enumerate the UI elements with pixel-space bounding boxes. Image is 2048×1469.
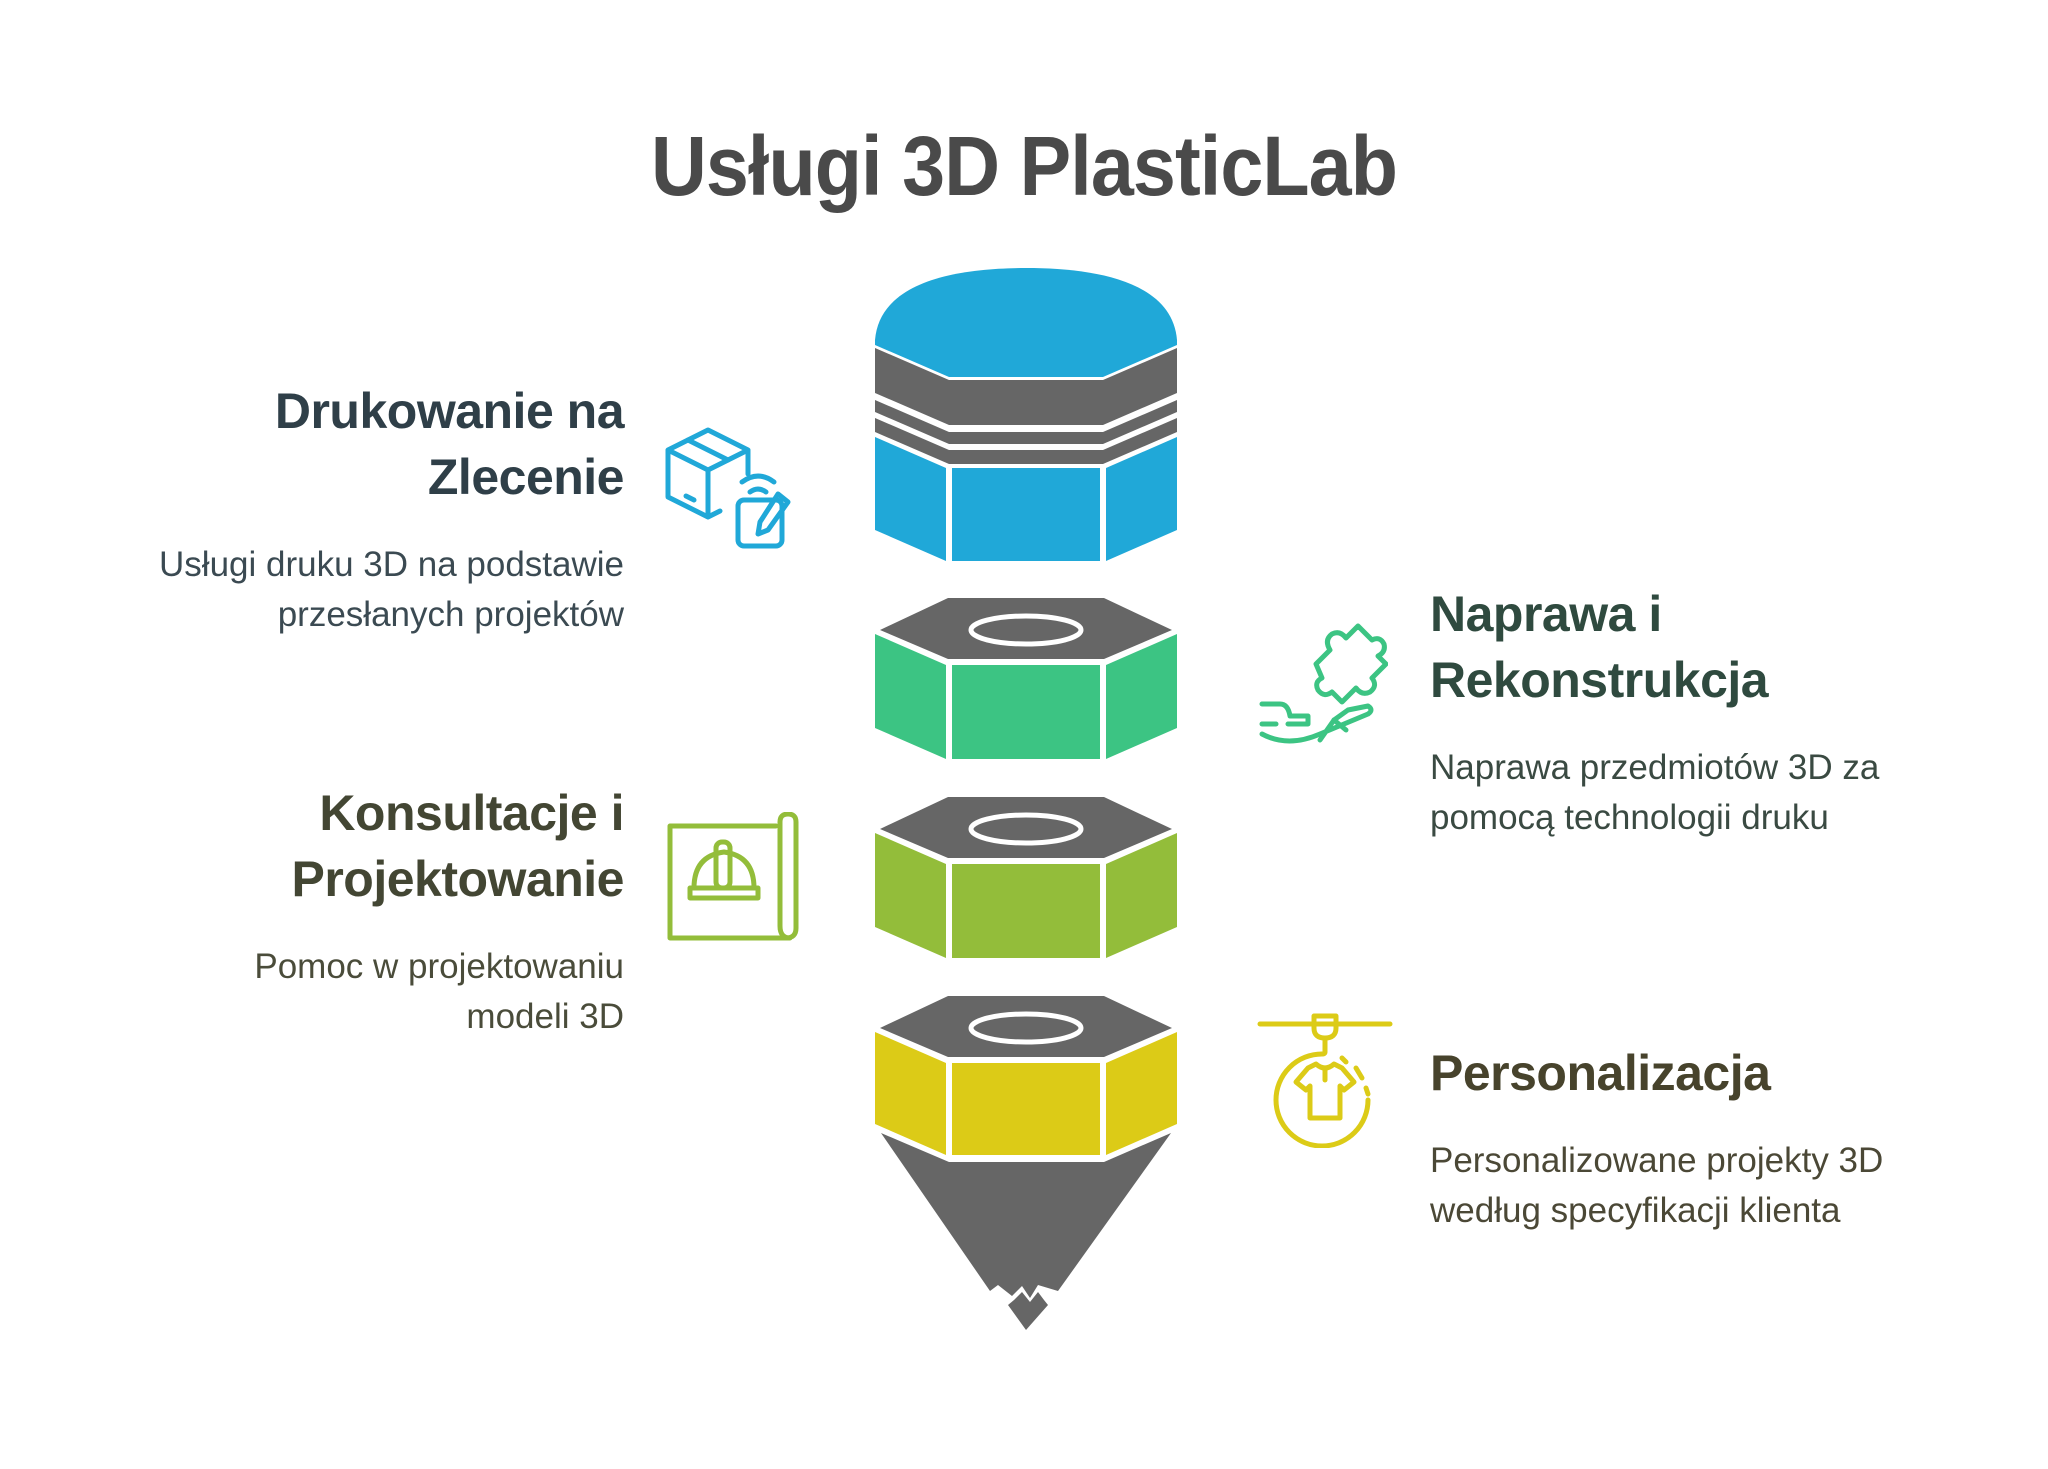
blueprint-helmet-icon	[667, 812, 799, 941]
service-personalization: Personalizacja Personalizowane projekty …	[1430, 1040, 2030, 1236]
stack-segment-green	[875, 598, 1177, 759]
service-heading: Personalizacja	[1430, 1045, 1771, 1101]
service-repair-reconstruction: Naprawa i Rekonstrukcja Naprawa przedmio…	[1430, 581, 2030, 843]
service-consulting-design: Konsultacje i Projektowanie Pomoc w proj…	[4, 780, 624, 1042]
hand-puzzle-icon	[1259, 623, 1388, 744]
page-title: Usługi 3D PlasticLab	[650, 119, 1398, 213]
stack-segment-yellow	[875, 996, 1177, 1155]
service-printing-on-demand: Drukowanie na Zlecenie Usługi druku 3D n…	[4, 378, 624, 640]
service-heading: Konsultacje i Projektowanie	[291, 785, 625, 907]
service-heading: Naprawa i Rekonstrukcja	[1430, 586, 1769, 708]
printer-shirt-icon	[1257, 1013, 1393, 1148]
service-description: Usługi druku 3D na podstawie przesłanych…	[159, 545, 624, 634]
service-description: Personalizowane projekty 3D według specy…	[1430, 1141, 1884, 1230]
stack-segment-blue	[875, 268, 1177, 561]
stack-segment-lime	[875, 797, 1177, 958]
service-heading: Drukowanie na Zlecenie	[274, 383, 625, 505]
box-tablet-pen-icon	[665, 427, 791, 549]
service-description: Naprawa przedmiotów 3D za pomocą technol…	[1430, 748, 1880, 837]
service-description: Pomoc w projektowaniu modeli 3D	[254, 947, 624, 1036]
pencil-tip	[881, 1133, 1171, 1330]
